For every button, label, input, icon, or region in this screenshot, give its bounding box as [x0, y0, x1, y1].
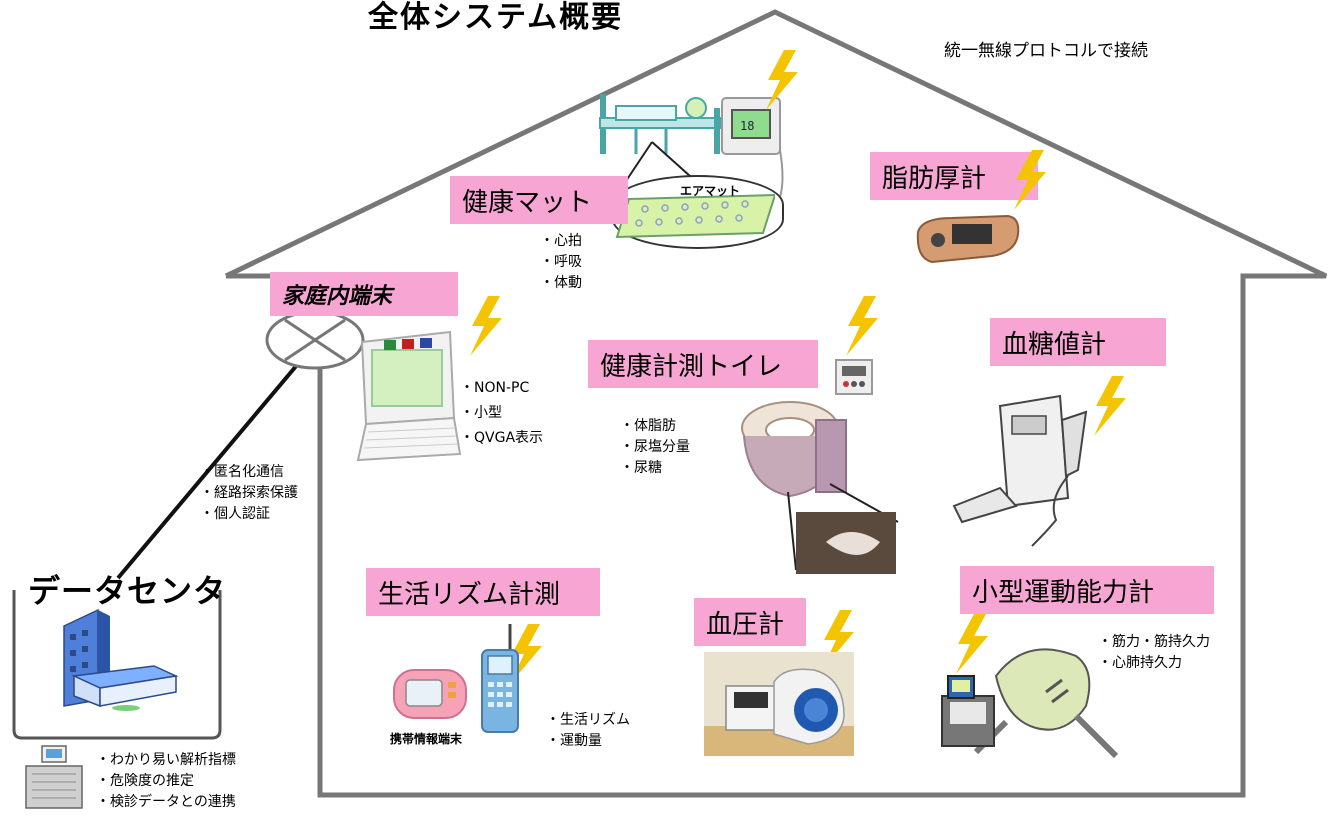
- svg-text:18: 18: [740, 119, 754, 133]
- exercise-bullet: 筋力・筋持久力: [1098, 632, 1210, 653]
- home-terminal-bullet: NON-PC: [460, 376, 543, 401]
- air-mat-label: エアマット: [680, 184, 741, 198]
- life-rhythm-label: 生活リズム計測: [366, 568, 600, 616]
- data-center-bullets: わかり易い解析指標 危険度の推定 検診データとの連携: [96, 750, 236, 813]
- home-terminal-bullet: QVGA表示: [460, 426, 543, 451]
- wireless-bolt-icon: [470, 296, 502, 356]
- blood-pressure-label: 血圧計: [694, 598, 806, 646]
- health-mat-bullet: 心拍: [540, 231, 582, 252]
- toilet-bullets: 体脂肪 尿塩分量 尿糖: [620, 416, 690, 479]
- health-mat-bullet: 体動: [540, 273, 582, 294]
- network-bullet: 経路探索保護: [200, 483, 298, 504]
- wireless-bolt-icon: [1014, 150, 1046, 210]
- router-symbol-icon: [265, 310, 365, 370]
- bed-illustration-icon: [599, 94, 721, 154]
- life-rhythm-bullets: 生活リズム 運動量: [546, 710, 630, 752]
- network-bullet: 匿名化通信: [200, 462, 298, 483]
- rhythm-handset-icon: [481, 624, 519, 733]
- fat-meter-device-icon: [916, 214, 1020, 264]
- home-terminal-bullet: 小型: [460, 401, 543, 426]
- wireless-protocol-note: 統一無線プロトコルで接続: [944, 41, 1148, 61]
- network-link-line: [116, 338, 320, 580]
- exercise-device-icon: [941, 648, 1119, 759]
- health-mat-bullets: 心拍 呼吸 体動: [540, 231, 582, 294]
- toilet-bullet: 体脂肪: [620, 416, 690, 437]
- portable-terminal-label: 携帯情報端末: [390, 732, 463, 746]
- health-mat-bullet: 呼吸: [540, 252, 582, 273]
- exercise-bullets: 筋力・筋持久力 心肺持久力: [1098, 632, 1210, 674]
- toilet-bullet: 尿塩分量: [620, 437, 690, 458]
- toilet-control-panel-icon: [835, 359, 873, 395]
- wireless-bolt-icon: [956, 614, 988, 674]
- wireless-bolt-icon: [766, 50, 798, 110]
- wireless-bolt-icon: [1094, 376, 1126, 436]
- health-mat-label: 健康マット: [450, 176, 628, 224]
- data-center-label: データセンタ: [28, 572, 227, 610]
- home-terminal-bullets: NON-PC 小型 QVGA表示: [460, 376, 543, 451]
- data-center-bullet: 検診データとの連携: [96, 792, 236, 813]
- data-center-bullet: わかり易い解析指標: [96, 750, 236, 771]
- blood-pressure-device-icon: [704, 652, 854, 756]
- home-terminal-device-icon: [356, 330, 462, 462]
- data-center-frame: [12, 590, 222, 740]
- glucose-meter-device-icon: [952, 394, 1088, 547]
- page-title: 全体システム概要: [368, 0, 624, 35]
- exercise-meter-label: 小型運動能力計: [960, 566, 1214, 614]
- mat-monitor-icon: 18: [721, 97, 781, 155]
- health-toilet-label: 健康計測トイレ: [588, 340, 818, 388]
- blood-glucose-label: 血糖値計: [990, 318, 1166, 366]
- portable-terminal-icon: [393, 669, 467, 719]
- toilet-device-icon: [741, 401, 899, 574]
- home-terminal-label: 家庭内端末: [270, 272, 458, 316]
- toilet-bullet: 尿糖: [620, 458, 690, 479]
- exercise-bullet: 心肺持久力: [1098, 653, 1210, 674]
- data-center-bullet: 危険度の推定: [96, 771, 236, 792]
- air-mat-icon: [615, 193, 775, 239]
- life-rhythm-bullet: 生活リズム: [546, 710, 630, 731]
- network-bullets: 匿名化通信 経路探索保護 個人認証: [200, 462, 298, 525]
- server-computer-icon: [25, 745, 83, 809]
- network-bullet: 個人認証: [200, 504, 298, 525]
- wireless-bolt-icon: [846, 296, 878, 356]
- life-rhythm-bullet: 運動量: [546, 731, 630, 752]
- data-center-building-icon: [63, 608, 179, 711]
- fat-meter-label: 脂肪厚計: [870, 152, 1038, 200]
